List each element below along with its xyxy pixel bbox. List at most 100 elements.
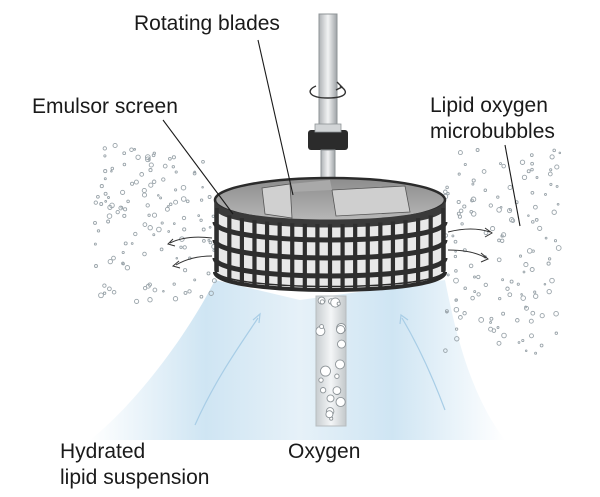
- microbubble: [478, 317, 485, 323]
- microbubble: [453, 277, 459, 284]
- microbubble: [462, 248, 467, 253]
- oxygen-tube: [315, 295, 347, 427]
- microbubble: [507, 292, 513, 298]
- microbubble: [207, 238, 211, 242]
- microbubble: [148, 162, 154, 168]
- microbubble: [141, 192, 148, 198]
- microbubble: [454, 336, 460, 342]
- microbubble: [156, 226, 162, 233]
- microbubble: [471, 178, 476, 183]
- microbubble: [147, 213, 151, 217]
- microbubble: [555, 184, 559, 188]
- microbubble: [547, 171, 553, 177]
- microbubble: [523, 262, 529, 268]
- leader-emulsor-screen: [162, 119, 234, 215]
- microbubble: [554, 331, 558, 335]
- microbubble: [121, 261, 125, 266]
- label-lipid-oxygen: Lipid oxygen: [430, 94, 548, 117]
- microbubble: [529, 333, 534, 339]
- microbubble: [533, 204, 538, 210]
- microbubble: [454, 298, 458, 302]
- microbubble: [451, 234, 455, 238]
- microbubble: [530, 161, 534, 166]
- microbubble: [173, 199, 179, 205]
- microbubble: [208, 290, 214, 296]
- microbubble: [147, 225, 153, 231]
- label-microbubbles: microbubbles: [430, 120, 555, 143]
- microbubble: [126, 199, 130, 204]
- microbubble: [148, 182, 154, 188]
- microbubble: [558, 151, 562, 155]
- microbubble: [197, 214, 201, 217]
- microbubble: [462, 204, 467, 209]
- blade-right: [331, 185, 411, 217]
- microbubble: [497, 238, 501, 243]
- microbubble: [524, 305, 529, 311]
- microbubble: [93, 220, 97, 225]
- microbubble: [122, 213, 127, 218]
- microbubble: [151, 212, 158, 218]
- flow-arrowhead-right: [399, 313, 409, 325]
- microbubble: [174, 188, 178, 192]
- microbubble: [519, 159, 526, 165]
- microbubble: [99, 202, 104, 206]
- microbubble: [166, 205, 170, 208]
- microbubble: [133, 231, 138, 237]
- microbubble: [96, 194, 100, 199]
- microbubble: [507, 184, 513, 191]
- microbubble: [443, 189, 448, 195]
- microbubble: [555, 245, 562, 251]
- microbubble: [457, 150, 463, 156]
- microbubble: [551, 209, 557, 215]
- oxygen-bubble: [336, 325, 346, 335]
- blade-left: [261, 183, 293, 219]
- microbubble: [99, 184, 104, 189]
- oxygen-bubble: [335, 396, 346, 408]
- microbubble: [549, 277, 555, 284]
- microbubble: [172, 222, 176, 225]
- microbubble: [139, 172, 145, 177]
- microbubble: [181, 215, 187, 221]
- microbubble: [124, 265, 131, 271]
- microbubble: [151, 153, 156, 158]
- microbubble: [496, 195, 500, 199]
- microbubble: [463, 162, 467, 167]
- microbubble: [123, 207, 128, 212]
- hydrated-lipid-flow: [90, 280, 505, 440]
- flow-arrowhead-left: [252, 312, 261, 324]
- microbubble: [111, 255, 116, 261]
- microbubble: [120, 206, 124, 209]
- oxygen-bubble: [319, 387, 327, 394]
- microbubble: [453, 239, 458, 244]
- microbubble: [445, 311, 449, 314]
- flow-right: [300, 280, 505, 440]
- microbubble: [162, 289, 165, 293]
- microbubble: [151, 179, 157, 185]
- microbubble: [553, 310, 559, 317]
- microbubble: [517, 341, 521, 344]
- microbubble: [549, 168, 553, 172]
- microbubble: [161, 177, 166, 182]
- microbubble: [202, 239, 206, 243]
- oxygen-bubble: [325, 410, 334, 419]
- microbubble: [544, 236, 548, 240]
- microbubble: [103, 169, 108, 174]
- microbubble: [103, 191, 108, 196]
- microbubble: [162, 163, 168, 169]
- microbubble: [168, 156, 172, 161]
- microbubble: [142, 251, 147, 257]
- microbubble: [470, 211, 477, 217]
- oxygen-bubble: [332, 386, 342, 395]
- microbubble: [102, 283, 107, 288]
- microbubble: [501, 311, 506, 316]
- microbubble: [201, 227, 206, 232]
- microbubble: [171, 155, 176, 160]
- microbubble: [199, 198, 204, 202]
- microbubble: [546, 261, 551, 266]
- microbubble: [501, 332, 507, 339]
- microbubble: [476, 274, 481, 280]
- microbubble: [530, 310, 536, 316]
- microbubble: [488, 203, 493, 208]
- microbubble: [130, 181, 135, 186]
- microbubble: [185, 199, 190, 204]
